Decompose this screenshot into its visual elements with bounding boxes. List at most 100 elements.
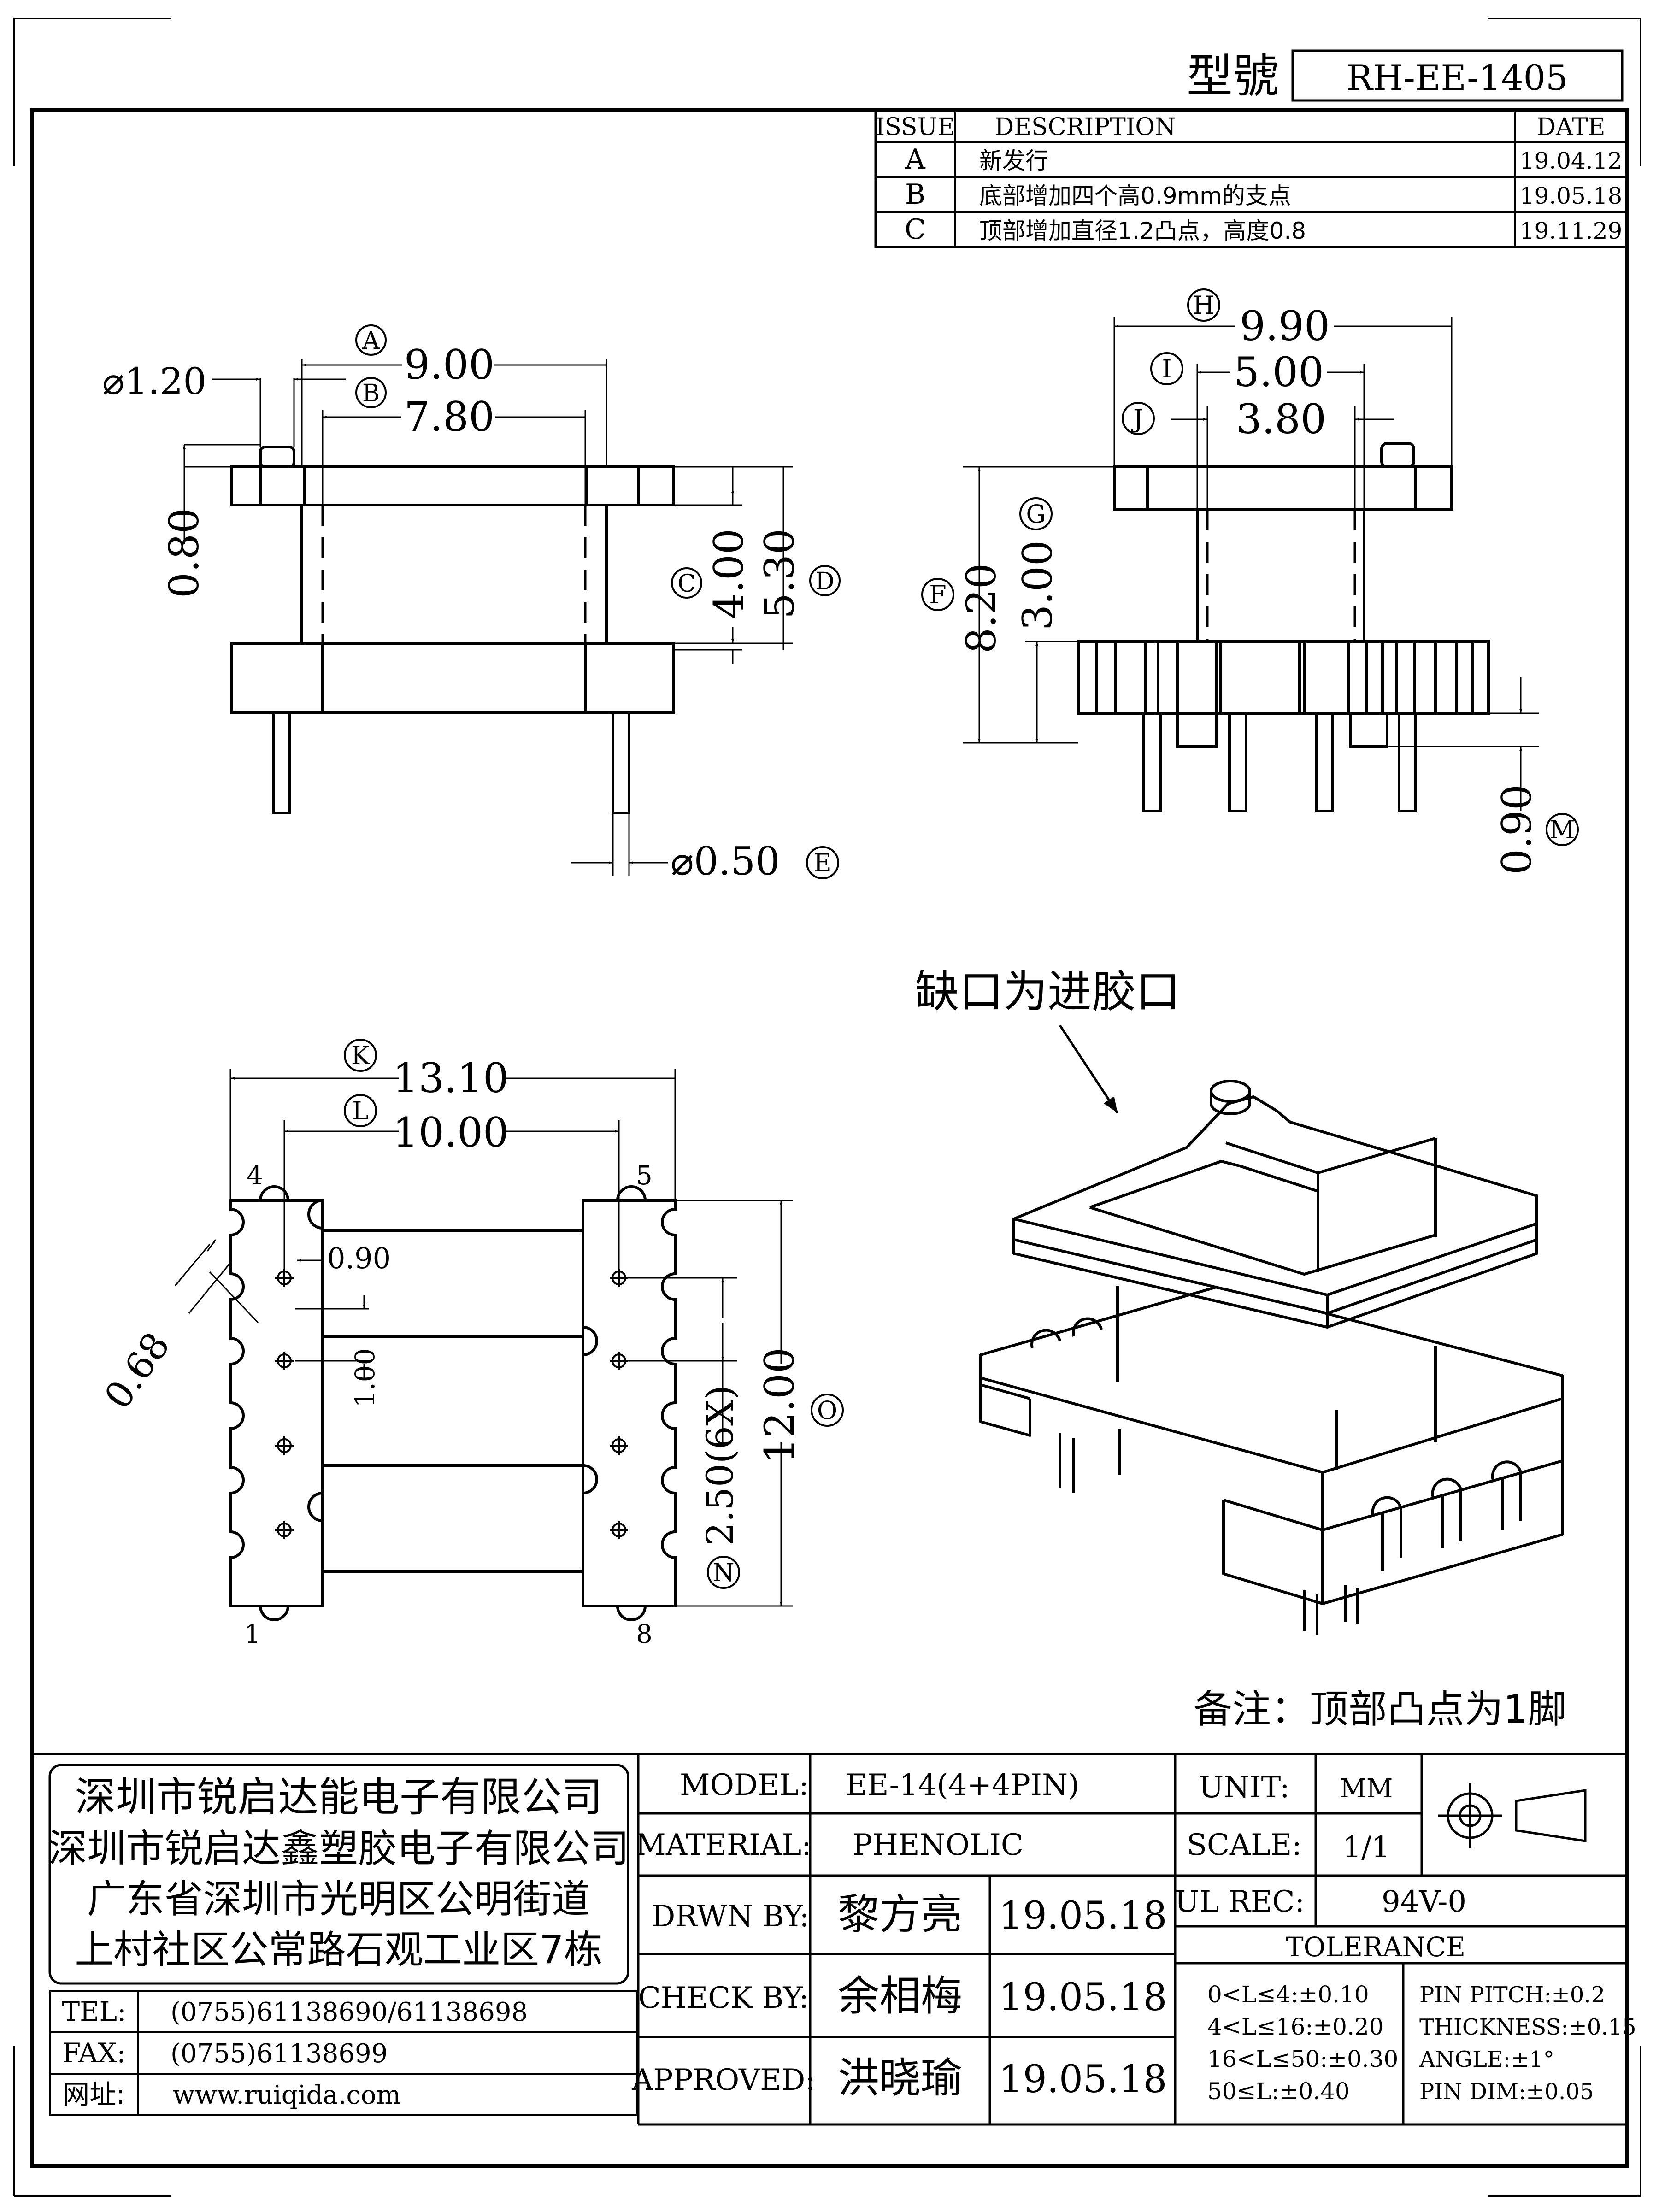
dim-m-tag: M — [1549, 815, 1575, 844]
gate-note: 缺口为进胶口 — [915, 966, 1180, 1018]
dim-i-value: 5.00 — [1234, 348, 1324, 396]
company-line-2: 深圳市锐启达鑫塑胶电子有限公司 — [48, 1826, 629, 1871]
dim-o-value: 12.00 — [756, 1347, 803, 1464]
projection-symbol-icon — [1438, 1783, 1587, 1848]
dim-f-value: 8.20 — [958, 563, 1005, 653]
dim-l-tag: L — [352, 1096, 369, 1125]
scale-label: SCALE: — [1187, 1828, 1302, 1862]
revision-table: ISSUE DESCRIPTION DATE A 新发行 19.04.12 B … — [874, 108, 1628, 248]
pin-8-label: 8 — [636, 1619, 653, 1649]
model-header: 型號 RH-EE-1405 — [1187, 49, 1624, 103]
rev-c-desc: 顶部增加直径1.2凸点，高度0.8 — [979, 218, 1306, 244]
rev-c-date: 19.11.29 — [1520, 218, 1623, 244]
tol-right-3: ANGLE:±1° — [1419, 2047, 1554, 2072]
web-value: www.ruiqida.com — [173, 2080, 401, 2110]
rev-b-issue: B — [905, 178, 925, 211]
model-field-label: MODEL: — [680, 1768, 809, 1802]
unit-value: MM — [1340, 1774, 1393, 1804]
check-date: 19.05.18 — [999, 1976, 1167, 2019]
rev-a-date: 19.04.12 — [1520, 147, 1623, 174]
material-value: PHENOLIC — [853, 1828, 1024, 1862]
rev-col-description: DESCRIPTION — [994, 113, 1176, 141]
dim-o-tag: O — [817, 1396, 837, 1425]
drawn-label: DRWN BY: — [652, 1900, 809, 1934]
dim-a-value: 9.00 — [404, 341, 494, 388]
dim-k-tag: K — [351, 1041, 371, 1070]
dim-a-tag: A — [362, 327, 380, 355]
dim-068-value: 0.68 — [96, 1325, 178, 1417]
bottom-view: K 13.10 L 10.00 0.90 1.00 0.68 2.50(6X) … — [96, 1039, 844, 1649]
check-name: 余相梅 — [838, 1972, 962, 2020]
rev-a-issue: A — [905, 143, 925, 176]
company-line-1: 深圳市锐启达能电子有限公司 — [75, 1773, 602, 1821]
tel-label: TEL: — [62, 1996, 126, 2027]
dim-c-tag: C — [677, 570, 696, 598]
unit-label: UNIT: — [1199, 1771, 1289, 1805]
dim-d-tag: D — [815, 568, 835, 595]
fax-label: FAX: — [62, 2037, 126, 2069]
company-line-3: 广东省深圳市光明区公明街道 — [87, 1877, 590, 1922]
dim-h-value: 9.90 — [1240, 302, 1330, 350]
dim-g-value: 3.00 — [1014, 540, 1061, 630]
drawn-date: 19.05.18 — [999, 1894, 1167, 1938]
pin-5-label: 5 — [636, 1161, 653, 1191]
dim-boss-h: 0.80 — [160, 508, 208, 598]
scale-value: 1/1 — [1343, 1830, 1390, 1865]
dim-l-value: 10.00 — [393, 1109, 509, 1156]
rev-a-desc: 新发行 — [979, 147, 1048, 174]
dim-f-tag: F — [929, 580, 946, 609]
pin-4-label: 4 — [247, 1161, 263, 1191]
dim-n-tag: N — [712, 1558, 734, 1587]
dim-d-value: 5.30 — [756, 529, 803, 619]
approved-name: 洪晓瑜 — [838, 2054, 962, 2102]
remark: 备注：顶部凸点为1脚 — [1194, 1687, 1566, 1732]
company-line-4: 上村社区公常路石观工业区7栋 — [75, 1927, 602, 1972]
corner-marks — [13, 18, 1641, 2197]
ul-value: 94V-0 — [1382, 1885, 1466, 1919]
approved-date: 19.05.18 — [999, 2058, 1167, 2101]
fax-value: (0755)61138699 — [171, 2039, 388, 2069]
material-label: MATERIAL: — [635, 1828, 811, 1862]
dim-m-value: 0.90 — [1493, 784, 1541, 875]
tolerance-label: TOLERANCE — [1286, 1931, 1465, 1963]
model-field-value: EE-14(4+4PIN) — [846, 1768, 1079, 1802]
dim-c-value: 4.00 — [705, 529, 753, 619]
tol-left-1: 0<L≤4:±0.10 — [1207, 1981, 1369, 2008]
dim-090-value: 0.90 — [327, 1241, 391, 1275]
check-label: CHECK BY: — [638, 1981, 809, 2015]
rev-b-desc: 底部增加四个高0.9mm的支点 — [979, 182, 1291, 209]
side-view: H 9.90 I 5.00 J 3.80 F 8.20 G 3.00 0.90 … — [921, 288, 1579, 875]
rev-b-date: 19.05.18 — [1520, 182, 1623, 209]
iso-view: 缺口为进胶口 — [915, 966, 1564, 1635]
dim-boss-dia: ⌀1.20 — [102, 360, 206, 403]
tol-left-4: 50≤L:±0.40 — [1207, 2078, 1350, 2105]
dim-100-value: 1.00 — [349, 1348, 381, 1407]
model-number: RH-EE-1405 — [1347, 57, 1568, 98]
tol-left-2: 4<L≤16:±0.20 — [1207, 2013, 1384, 2040]
dim-j-tag: J — [1131, 404, 1143, 433]
rev-col-date: DATE — [1536, 113, 1605, 141]
title-block: 深圳市锐启达能电子有限公司 深圳市锐启达鑫塑胶电子有限公司 广东省深圳市光明区公… — [31, 1753, 1636, 2167]
approved-label: APPROVED: — [631, 2063, 815, 2097]
dim-h-tag: H — [1193, 291, 1214, 320]
dim-e-value: ⌀0.50 — [671, 839, 780, 884]
drawn-name: 黎方亮 — [838, 1890, 962, 1939]
dim-g-tag: G — [1026, 500, 1046, 529]
tol-left-3: 16<L≤50:±0.30 — [1207, 2046, 1398, 2072]
web-label: 网址: — [63, 2079, 125, 2110]
rev-col-issue: ISSUE — [876, 113, 955, 141]
dim-j-value: 3.80 — [1236, 395, 1326, 443]
dim-b-tag: B — [362, 380, 380, 407]
dim-n-value: 2.50(6X) — [699, 1385, 741, 1546]
dim-e-tag: E — [813, 848, 831, 877]
tel-value: (0755)61138690/61138698 — [171, 1997, 528, 2027]
pin-1-label: 1 — [244, 1619, 261, 1649]
model-label: 型號 — [1187, 49, 1279, 103]
tol-right-2: THICKNESS:±0.15 — [1419, 2014, 1636, 2040]
tol-right-1: PIN PITCH:±0.2 — [1419, 1982, 1605, 2008]
dim-k-value: 13.10 — [393, 1054, 509, 1102]
dim-b-value: 7.80 — [404, 393, 494, 441]
front-view: A 9.00 B 7.80 ⌀1.20 0.80 4.00 C 5.30 D ⌀… — [102, 324, 841, 884]
dim-i-tag: I — [1162, 354, 1171, 383]
